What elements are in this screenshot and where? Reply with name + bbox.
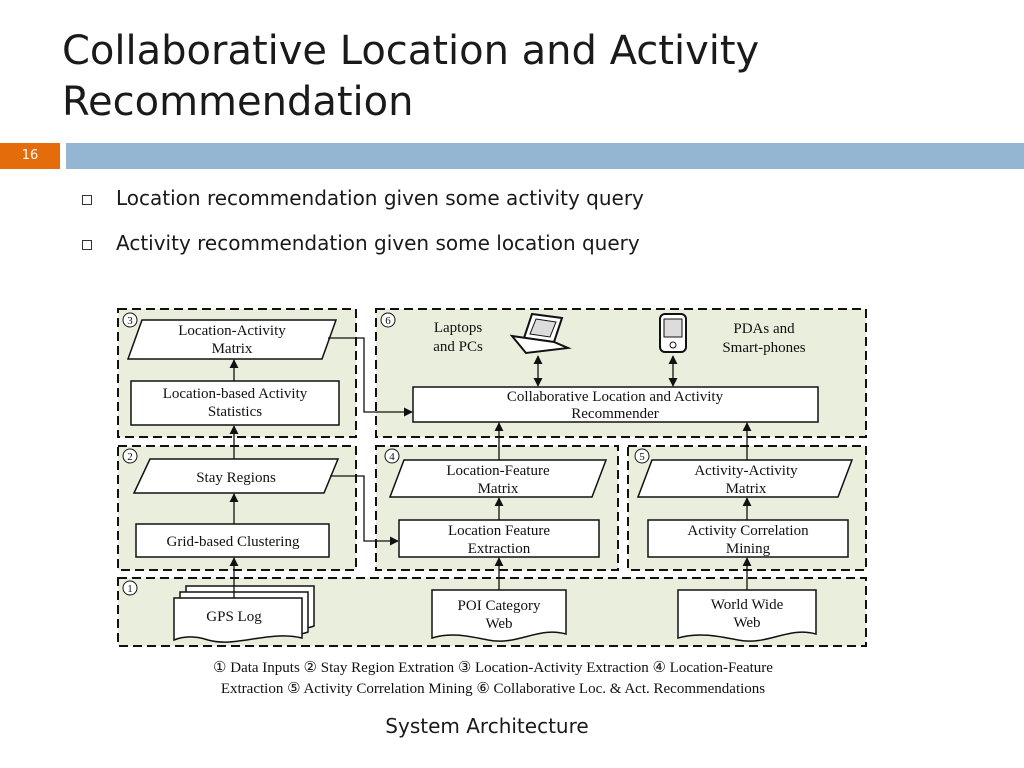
pdas-label: Smart-phones — [722, 340, 805, 356]
node-label: Location-Feature — [446, 463, 550, 479]
node-label: Web — [733, 615, 760, 631]
flow-arrows — [229, 337, 752, 598]
bullet-list: Location recommendation given some activ… — [82, 186, 644, 276]
node-label: Web — [485, 616, 512, 632]
panel-number-1: 1 — [122, 580, 138, 596]
node-label: Stay Regions — [196, 470, 276, 486]
svg-text:2: 2 — [127, 451, 133, 463]
location-feature-extraction-node — [398, 519, 600, 558]
architecture-diagram: 3 6 2 4 5 1 Location-Activity Matrix Loc… — [117, 308, 867, 697]
node-label: Location-Activity — [178, 323, 286, 339]
square-bullet-icon — [82, 240, 92, 250]
laptops-label: and PCs — [433, 339, 483, 355]
square-bullet-icon — [82, 195, 92, 205]
stay-regions-node — [132, 458, 340, 494]
location-activity-matrix-node — [126, 319, 338, 360]
slide-title: Collaborative Location and Activity Reco… — [62, 28, 760, 125]
svg-text:3: 3 — [127, 315, 133, 327]
svg-text:5: 5 — [639, 451, 645, 463]
node-label: Matrix — [478, 481, 519, 497]
bullet-item: Location recommendation given some activ… — [82, 186, 644, 210]
svg-text:6: 6 — [385, 315, 391, 327]
recommender-node — [412, 386, 819, 423]
node-label: Collaborative Location and Activity — [507, 389, 724, 405]
node-label: Statistics — [208, 404, 262, 420]
node-label: Matrix — [212, 341, 253, 357]
panel-number-2: 2 — [122, 448, 138, 464]
node-label: Extraction — [468, 541, 531, 557]
location-feature-matrix-node — [388, 459, 608, 498]
gps-log-node — [173, 585, 315, 643]
node-label: POI Category — [458, 598, 541, 614]
legend-line: Extraction ⑤ Activity Correlation Mining… — [221, 681, 765, 697]
laptop-icon — [509, 312, 572, 355]
node-label: Recommender — [571, 406, 658, 422]
node-label: Activity Correlation — [687, 523, 809, 539]
header-band — [66, 143, 1024, 169]
pda-icon — [659, 313, 687, 353]
diagram-caption: System Architecture — [385, 714, 589, 738]
svg-text:1: 1 — [127, 583, 133, 595]
node-label: GPS Log — [206, 609, 262, 625]
location-based-activity-statistics-node — [130, 380, 340, 426]
grid-based-clustering-node — [135, 523, 330, 558]
panel-number-3: 3 — [122, 312, 138, 328]
svg-text:4: 4 — [389, 451, 395, 463]
panel-number-4: 4 — [384, 448, 400, 464]
node-label: Mining — [726, 541, 771, 557]
legend-line: ① Data Inputs ② Stay Region Extration ③ … — [213, 660, 773, 676]
bullet-text: Location recommendation given some activ… — [116, 186, 644, 210]
node-label: Location Feature — [448, 523, 550, 539]
laptops-label: Laptops — [434, 320, 482, 336]
panel-number-5: 5 — [634, 448, 650, 464]
bullet-text: Activity recommendation given some locat… — [116, 231, 640, 255]
node-label: Location-based Activity — [163, 386, 308, 402]
world-wide-web-node — [677, 589, 817, 642]
panel-number-6: 6 — [380, 312, 396, 328]
bullet-item: Activity recommendation given some locat… — [82, 231, 644, 255]
node-label: Grid-based Clustering — [167, 534, 300, 550]
node-label: Matrix — [726, 481, 767, 497]
activity-correlation-mining-node — [647, 519, 849, 558]
activity-activity-matrix-node — [636, 459, 854, 498]
poi-category-database-node — [431, 589, 567, 642]
pdas-label: PDAs and — [733, 321, 795, 337]
page-number: 16 — [0, 143, 60, 169]
node-label: Activity-Activity — [694, 463, 798, 479]
node-label: World Wide — [711, 597, 784, 613]
